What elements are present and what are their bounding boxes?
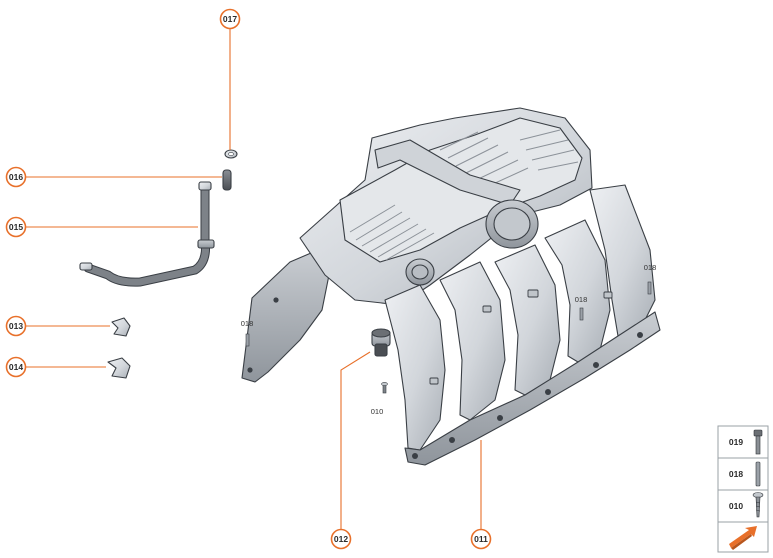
runner-bosses — [429, 289, 613, 385]
leader-lines — [25, 29, 482, 530]
part-013-clamp[interactable] — [111, 317, 131, 337]
callout-011[interactable]: 011 — [470, 528, 492, 550]
callout-016[interactable]: 016 — [5, 166, 27, 188]
svg-text:018: 018 — [729, 469, 743, 479]
legend-nav-button[interactable] — [729, 526, 757, 550]
svg-text:014: 014 — [9, 362, 23, 372]
part-015-breather-hose[interactable] — [79, 181, 215, 287]
legend-item-010[interactable]: 010 — [729, 492, 764, 518]
svg-text:011: 011 — [474, 534, 488, 544]
label-018-left: 018 — [241, 319, 254, 328]
label-010: 010 — [371, 407, 384, 416]
label-018-right: 018 — [644, 263, 657, 272]
svg-text:019: 019 — [729, 437, 743, 447]
callout-012[interactable]: 012 — [330, 528, 352, 550]
callout-015[interactable]: 015 — [5, 216, 27, 238]
bolt-019-icon — [753, 429, 763, 455]
intake-manifold[interactable] — [241, 107, 661, 466]
part-016-hose-piece[interactable] — [222, 169, 232, 191]
svg-text:016: 016 — [9, 172, 23, 182]
part-017-clip[interactable] — [224, 149, 238, 159]
legend-item-019[interactable]: 019 — [729, 429, 763, 455]
svg-text:017: 017 — [223, 14, 237, 24]
arrow-icon — [729, 526, 757, 550]
label-018-mid: 018 — [575, 295, 588, 304]
callout-014[interactable]: 014 — [5, 356, 27, 378]
legend-item-018[interactable]: 018 — [729, 461, 761, 487]
part-010-screw[interactable] — [381, 382, 388, 394]
screw-010-icon — [752, 492, 764, 518]
svg-text:012: 012 — [334, 534, 348, 544]
pin-018-icon — [755, 461, 761, 487]
part-014-clamp[interactable] — [107, 357, 131, 379]
svg-text:013: 013 — [9, 321, 23, 331]
callout-017[interactable]: 017 — [219, 8, 241, 30]
hardware-legend: 019 018 010 — [717, 425, 769, 553]
svg-text:015: 015 — [9, 222, 23, 232]
part-012-sensor[interactable] — [371, 328, 391, 357]
svg-text:010: 010 — [729, 501, 743, 511]
callout-013[interactable]: 013 — [5, 315, 27, 337]
dowel-pins-018[interactable] — [245, 281, 652, 347]
flange-holes — [247, 297, 643, 459]
